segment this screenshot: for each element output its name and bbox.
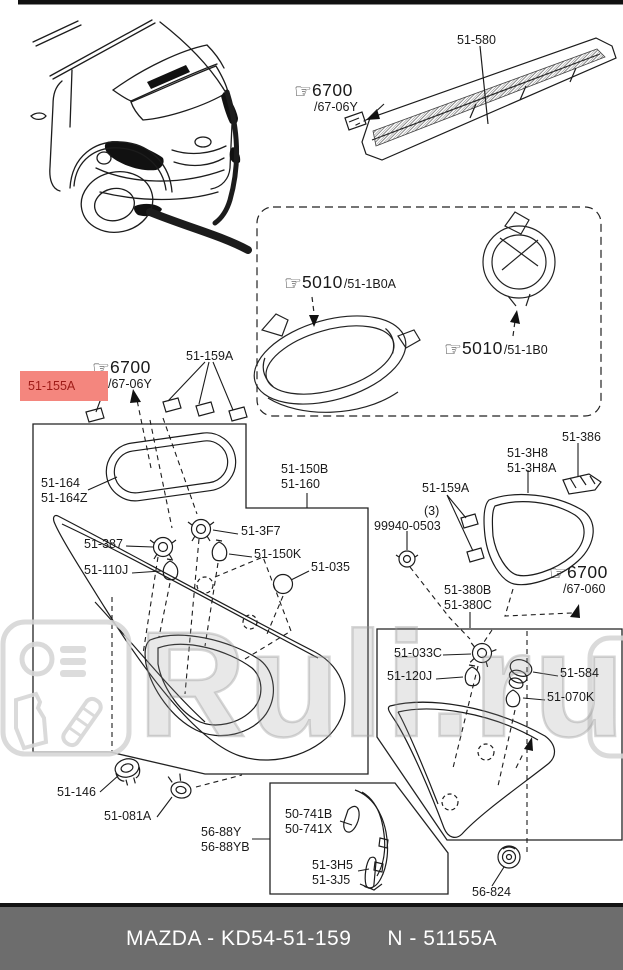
ref-code: 6700: [109, 357, 151, 377]
label-51-584: 51-584: [560, 666, 599, 680]
label-line: 51-3H8A: [507, 461, 557, 475]
label-line: 51-380B: [444, 583, 492, 597]
grommet-824-drawing: [497, 845, 521, 869]
label-51-150k: 51-150K: [254, 547, 302, 561]
label-line: 50-741B: [285, 807, 333, 821]
cap-035-drawing: [272, 573, 294, 595]
socket-033c-drawing: [469, 642, 497, 668]
socket-3f7-drawing: [187, 518, 215, 542]
label-51-380b: 51-380B 51-380C: [444, 583, 492, 613]
label-56-824: 56-824: [472, 885, 511, 899]
watermark-logo: [0, 619, 623, 759]
bracket-386-drawing: [562, 473, 602, 495]
label-line: 51-160: [281, 477, 320, 491]
bulb-120j-drawing: [464, 664, 481, 687]
strip-3h5-part: [364, 856, 377, 889]
dashed-reference-lines: [111, 118, 573, 853]
pointing-hand-icon: ☞: [284, 273, 302, 295]
bulb-150k-drawing: [211, 539, 228, 562]
bulb-110j-drawing: [162, 558, 179, 581]
label-line: 56-88YB: [201, 840, 250, 854]
label-51-3h5: 51-3H5 51-3J5: [312, 858, 353, 888]
label-51-033c: 51-033C: [394, 646, 442, 660]
label-51-159a-right: 51-159A: [422, 481, 470, 495]
label-line: 56-88Y: [201, 825, 242, 839]
ref-5010-b: ☞5010/51-1B0: [444, 338, 548, 361]
ref-section: /51-1B0: [503, 343, 548, 357]
label-line: 51-3J5: [312, 873, 351, 887]
label-51-146: 51-146: [57, 785, 96, 799]
label-51-164: 51-164 51-164Z: [41, 476, 88, 506]
label-99940-0503: (3) 99940-0503: [374, 504, 441, 534]
gasket-164-drawing: [105, 432, 237, 502]
ref-6700-right: ☞6700 /67-060: [549, 562, 608, 596]
label-51-081a: 51-081A: [104, 809, 152, 823]
socket-387-drawing: [149, 536, 177, 560]
fog-lamp-left-drawing: [253, 315, 407, 405]
label-51-070k: 51-070K: [547, 690, 595, 704]
label-50-741b: 50-741B 50-741X: [285, 807, 332, 837]
arrowheads: [130, 109, 580, 751]
ref-6700-top: ☞6700 /67-06Y: [294, 80, 358, 114]
ref-code: 6700: [566, 562, 608, 582]
gasket-3h8-drawing: [483, 493, 594, 586]
bulb-070k-drawing: [505, 689, 521, 708]
label-51-110j: 51-110J: [84, 563, 129, 577]
ref-section: /51-1B0A: [343, 277, 396, 291]
label-51-159a-left: 51-159A: [186, 349, 234, 363]
label-51-580: 51-580: [457, 33, 496, 47]
inner-lens-drawing: [387, 701, 555, 838]
fog-lamp-section-box: [253, 206, 602, 417]
inner-lamp-box: [376, 628, 623, 841]
label-51-035: 51-035: [311, 560, 350, 574]
brake-lamp-drawing: [344, 37, 617, 161]
quantity-note: (3): [424, 504, 440, 518]
label-56-88y: 56-88Y 56-88YB: [201, 825, 250, 855]
top-border-bar: [18, 0, 623, 5]
bracket-5688-drawing: [343, 789, 389, 891]
label-line: 50-741X: [285, 822, 333, 836]
ref-section: /67-06Y: [314, 100, 358, 114]
label-line: 51-3H5: [312, 858, 353, 872]
fog-lamp-right-drawing: [482, 211, 556, 307]
ref-5010-a: ☞5010/51-1B0A: [284, 272, 396, 295]
label-line: 51-150B: [281, 462, 329, 476]
label-line: 99940-0503: [374, 519, 441, 533]
pointing-hand-icon: ☞: [444, 339, 462, 361]
nut-99940-drawing: [395, 550, 419, 568]
ref-section: /67-060: [563, 582, 606, 596]
label-51-386: 51-386: [562, 430, 601, 444]
label-line: 51-380C: [444, 598, 492, 612]
ref-code: 6700: [311, 80, 353, 100]
leader-lines: [87, 361, 579, 887]
footer-part-number: MAZDA - KD54-51-159: [125, 926, 352, 950]
footer-ref-number: N - 51155A: [387, 926, 498, 950]
car-rear-illustration: [30, 19, 252, 254]
ref-section: /67-06Y: [108, 377, 152, 391]
label-51-3f7: 51-3F7: [241, 524, 281, 538]
footer-bar: MAZDA - KD54-51-159 N - 51155A: [0, 903, 623, 970]
socket-146-drawing: [114, 758, 141, 786]
label-51-150b: 51-150B 51-160: [281, 462, 328, 492]
label-line: 51-3H8: [507, 446, 548, 460]
pointing-hand-icon: ☞: [549, 563, 567, 585]
ref-code: 5010: [461, 338, 503, 358]
outer-lens-drawing: [52, 514, 346, 761]
stay-50741-part: [343, 805, 360, 833]
highlighted-part-label: 51-155A: [20, 371, 108, 401]
label-line: 51-164: [41, 476, 80, 490]
bracket-box: [269, 782, 449, 895]
label-line: 51-164Z: [41, 491, 88, 505]
socket-081a-drawing: [167, 773, 192, 799]
label-51-3h8: 51-3H8 51-3H8A: [507, 446, 556, 476]
label-51-120j: 51-120J: [387, 669, 433, 683]
pointing-hand-icon: ☞: [294, 81, 312, 103]
ref-code: 5010: [301, 272, 343, 292]
label-51-155a: 51-155A: [28, 379, 76, 393]
label-51-387: 51-387: [84, 537, 123, 551]
socket-584-drawing: [508, 659, 533, 690]
ref-6700-top-arrow: [371, 103, 385, 116]
clip-parts: [85, 397, 485, 563]
